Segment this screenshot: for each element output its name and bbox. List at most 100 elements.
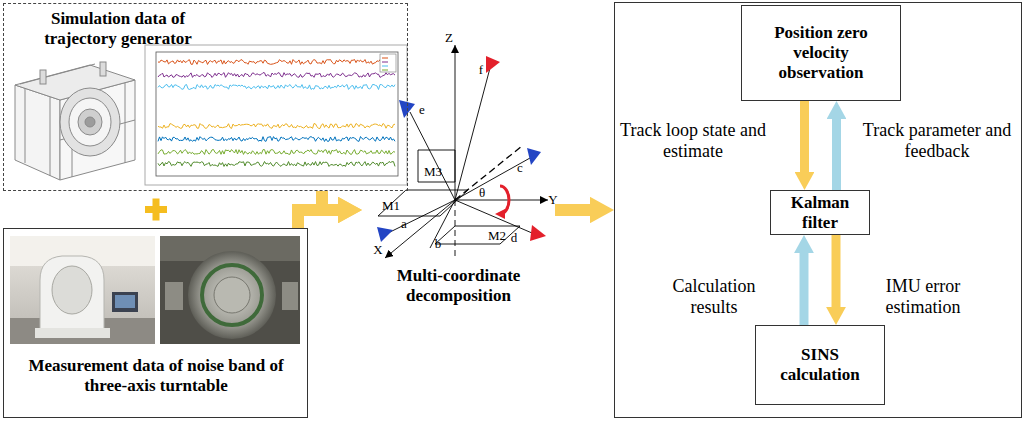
axis-label: f (479, 63, 483, 77)
coordinate-figure (455, 68, 490, 200)
turntable-drawing (85, 117, 95, 127)
turntable-drawing (25, 88, 26, 163)
flow-label: Track loop state and estimate (618, 120, 768, 162)
node-title: SINS calculation (764, 345, 876, 385)
noise-chart (382, 66, 388, 67)
turntable-photo (10, 236, 155, 344)
flow-label: Calculation results (650, 276, 778, 318)
turntable-drawing (60, 80, 135, 180)
sensor-photo (160, 236, 300, 344)
axis-label: M3 (424, 165, 442, 179)
coordinate-figure (418, 150, 455, 182)
turntable-drawing (78, 109, 102, 135)
axis-label: M2 (488, 229, 506, 243)
noise-band (158, 85, 395, 90)
flow-label: IMU error estimation (858, 276, 988, 318)
panel-box: Position zero velocity observationKalman… (614, 2, 1022, 418)
noise-band (158, 124, 395, 129)
sensor-photo (160, 236, 300, 344)
flow-arrow (322, 191, 338, 210)
vector-head (486, 56, 500, 73)
axis-label: e (419, 103, 425, 117)
coordinate-figure (500, 186, 509, 214)
flow-arrow (800, 101, 809, 172)
node-title: Kalman filter (779, 193, 861, 233)
vector-head (527, 148, 541, 165)
axis-label: d (511, 231, 518, 245)
process-box: SINS calculation (755, 325, 885, 405)
coordinate-figure (385, 200, 455, 258)
flow-arrow (555, 204, 590, 216)
turntable-drawing (20, 64, 95, 84)
process-box: Kalman filter (770, 190, 870, 235)
coordinate-figure (430, 200, 455, 248)
panel-box: Measurement data of noise band of three-… (3, 228, 308, 418)
coordinate-figure (378, 190, 468, 216)
coordinate-figure (455, 200, 548, 201)
node-title: Position zero velocity observation (750, 23, 892, 83)
turntable-photo (10, 236, 155, 344)
noise-chart (145, 45, 407, 185)
sensor-photo (202, 265, 262, 325)
noise-band (158, 162, 395, 167)
noise-chart (156, 52, 398, 176)
noise-chart (382, 58, 388, 59)
plus-sign (145, 199, 167, 221)
coordinate-figure (410, 112, 455, 200)
coordinate-figure (455, 158, 530, 200)
axis-label: a (401, 217, 407, 231)
turntable-drawing (69, 98, 111, 146)
axis-label: X (373, 243, 382, 257)
coordinate-figure (455, 200, 456, 258)
noise-band (158, 60, 395, 65)
turntable-drawing (40, 70, 46, 84)
axis-label: b (435, 237, 442, 251)
coordinate-figure (455, 45, 456, 200)
turntable-photo (40, 256, 104, 330)
flow-arrow (832, 119, 841, 190)
flow-label: Track parameter and feedback (862, 120, 1012, 162)
vector-head (399, 100, 415, 118)
axis-label: c (517, 161, 523, 175)
axis-label: Y (548, 193, 557, 207)
turntable-drawing (15, 85, 60, 180)
noise-chart (382, 62, 388, 63)
sensor-photo (188, 251, 276, 339)
turntable-drawing (50, 97, 51, 176)
noise-chart (380, 54, 396, 72)
coordinate-figure (378, 45, 548, 258)
noise-band (158, 137, 395, 142)
panel-box: Simulation data of trajectory generator (3, 3, 408, 191)
coordinate-figure (388, 200, 455, 233)
axis-label: M1 (382, 199, 400, 213)
turntable-photo (35, 328, 110, 338)
coordinate-figure (455, 200, 532, 233)
sensor-photo (214, 277, 250, 313)
turntable-drawing (100, 62, 106, 76)
noise-band (158, 150, 395, 155)
process-box: Position zero velocity observation (741, 5, 901, 101)
noise-chart (382, 70, 388, 71)
vector-head (377, 227, 393, 242)
node-title: Multi-coordinate decomposition (362, 266, 555, 306)
noise-chart (158, 60, 395, 167)
vector-head (530, 225, 546, 241)
noise-band (158, 73, 395, 78)
coordinate-figure (455, 146, 522, 200)
turntable-photo (52, 266, 92, 314)
flow-arrow (832, 235, 841, 307)
axis-label: Z (445, 31, 453, 45)
flow-arrow (800, 253, 809, 325)
node-title: Simulation data of trajectory generator (18, 9, 218, 49)
node-title: Measurement data of noise band of three-… (22, 356, 290, 396)
turntable-drawing (60, 88, 120, 156)
turntable-photo (115, 295, 135, 308)
plus-sign (153, 199, 160, 221)
sensor-photo (165, 282, 183, 310)
vector-head (377, 56, 546, 242)
axis-label: θ (479, 186, 485, 200)
flow-arrow (298, 210, 338, 228)
noise-chart (145, 45, 407, 185)
turntable-photo (112, 292, 138, 312)
